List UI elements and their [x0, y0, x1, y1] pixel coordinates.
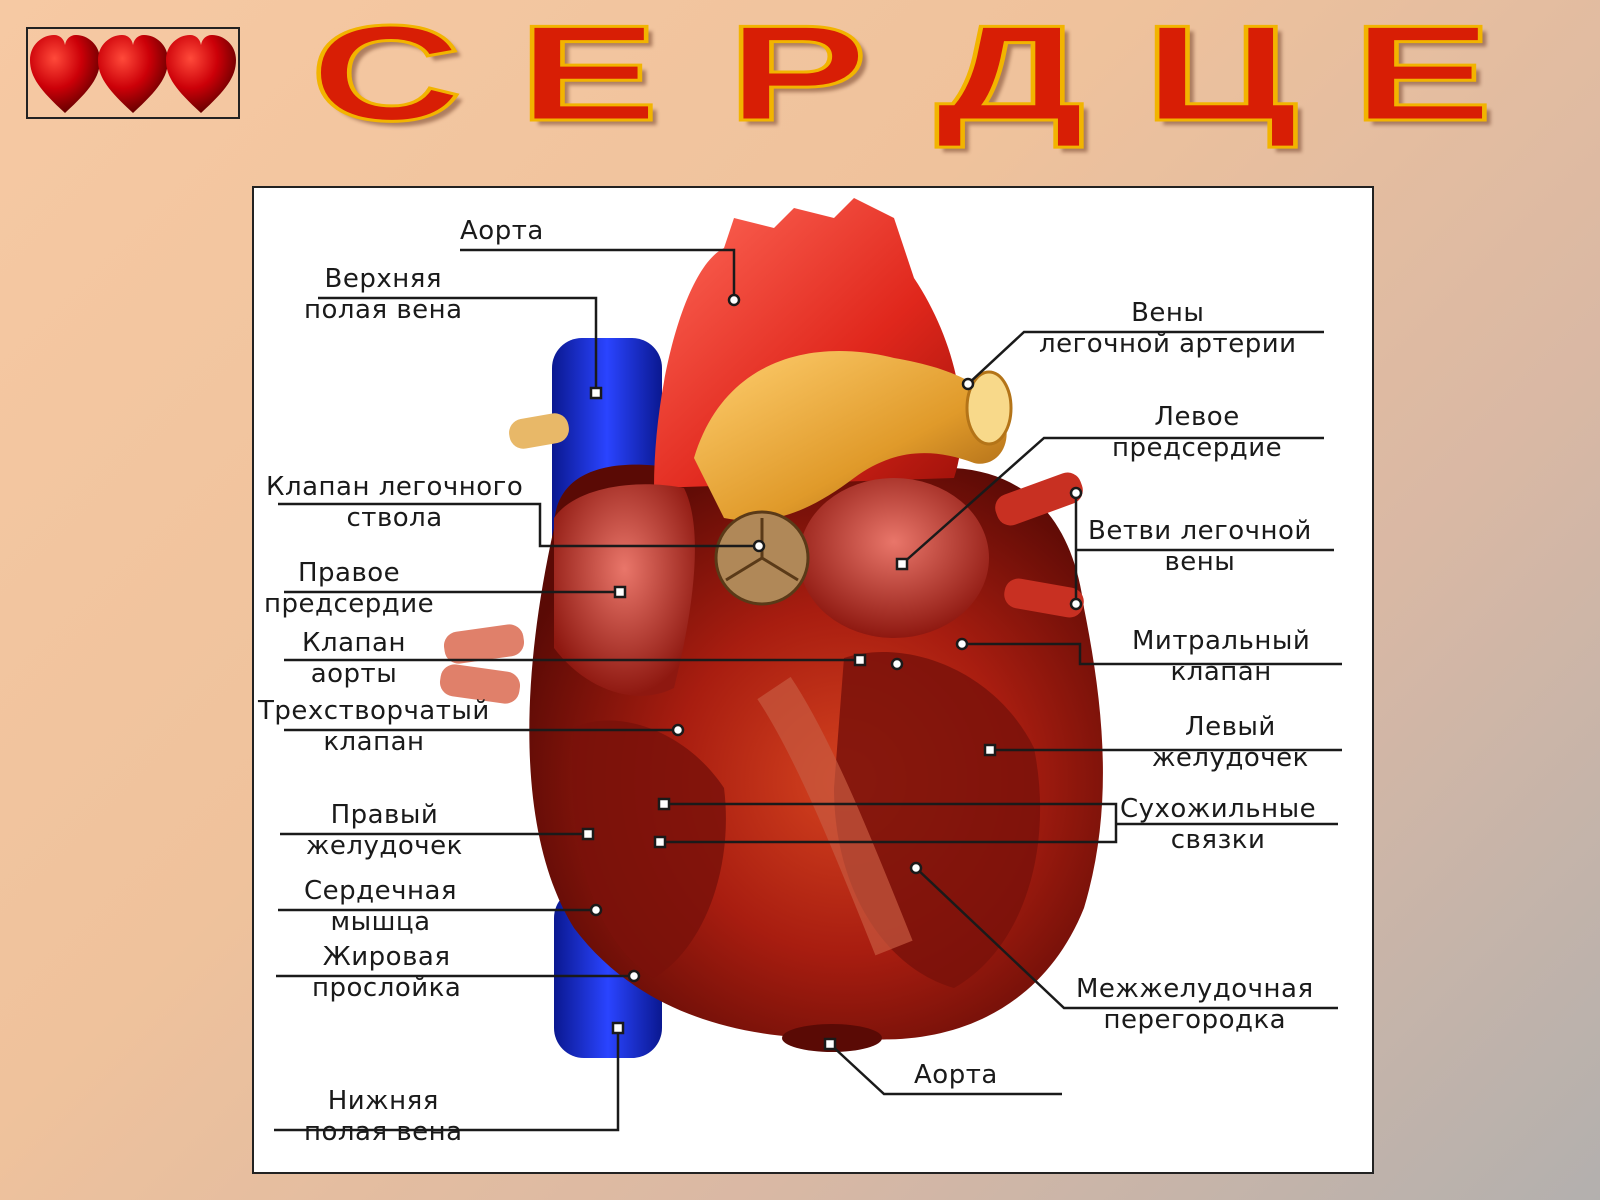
label-pulmonary-valve: Клапан легочного ствола: [266, 472, 524, 533]
title-letter-2: Е: [516, 0, 661, 149]
left-atrium-shape: [799, 478, 989, 638]
label-interventricular-septum: Межжелудочная перегородка: [1076, 974, 1314, 1035]
title-letter-3: Р: [724, 0, 869, 149]
hearts-icon-box: [26, 27, 240, 119]
label-right-atrium: Правое предсердие: [264, 558, 435, 619]
label-heart-muscle: Сердечная мышца: [304, 876, 458, 937]
label-right-ventricle: Правый желудочек: [306, 800, 463, 861]
label-left-ventricle: Левый желудочек: [1152, 712, 1309, 773]
heart-diagram: Аорта Верхняя полая вена Вены легочной а…: [252, 186, 1374, 1174]
label-pulmonary-veins-artery: Вены легочной артерии: [1039, 298, 1297, 359]
label-chordae-tendineae: Сухожильные связки: [1120, 794, 1317, 855]
label-fat-layer: Жировая прослойка: [312, 942, 462, 1003]
label-left-atrium: Левое предсердие: [1112, 402, 1283, 463]
title-letter-1: С: [308, 0, 465, 149]
heart-illustration: [274, 198, 1342, 1132]
three-hearts-icon: [30, 35, 236, 113]
title-letter-4: Д: [933, 0, 1088, 149]
label-tricuspid-valve: Трехстворчатый клапан: [258, 696, 490, 757]
title-letter-5: Ц: [1141, 0, 1300, 149]
label-inferior-vena-cava: Нижняя полая вена: [304, 1086, 463, 1147]
label-aortic-valve: Клапан аорты: [302, 628, 406, 689]
page-title: С Е Р Д Ц Е: [308, 0, 1560, 149]
title-letter-6: Е: [1349, 0, 1494, 149]
label-superior-vena-cava: Верхняя полая вена: [304, 264, 463, 325]
pulmonary-artery-shape: [694, 351, 1007, 521]
label-pulmonary-vein-branches: Ветви легочной вены: [1088, 516, 1312, 577]
label-mitral-valve: Митральный клапан: [1132, 626, 1311, 687]
right-ventricle-shape: [572, 720, 726, 978]
label-aorta-top: Аорта: [460, 216, 544, 246]
label-aorta-bottom: Аорта: [914, 1060, 998, 1090]
